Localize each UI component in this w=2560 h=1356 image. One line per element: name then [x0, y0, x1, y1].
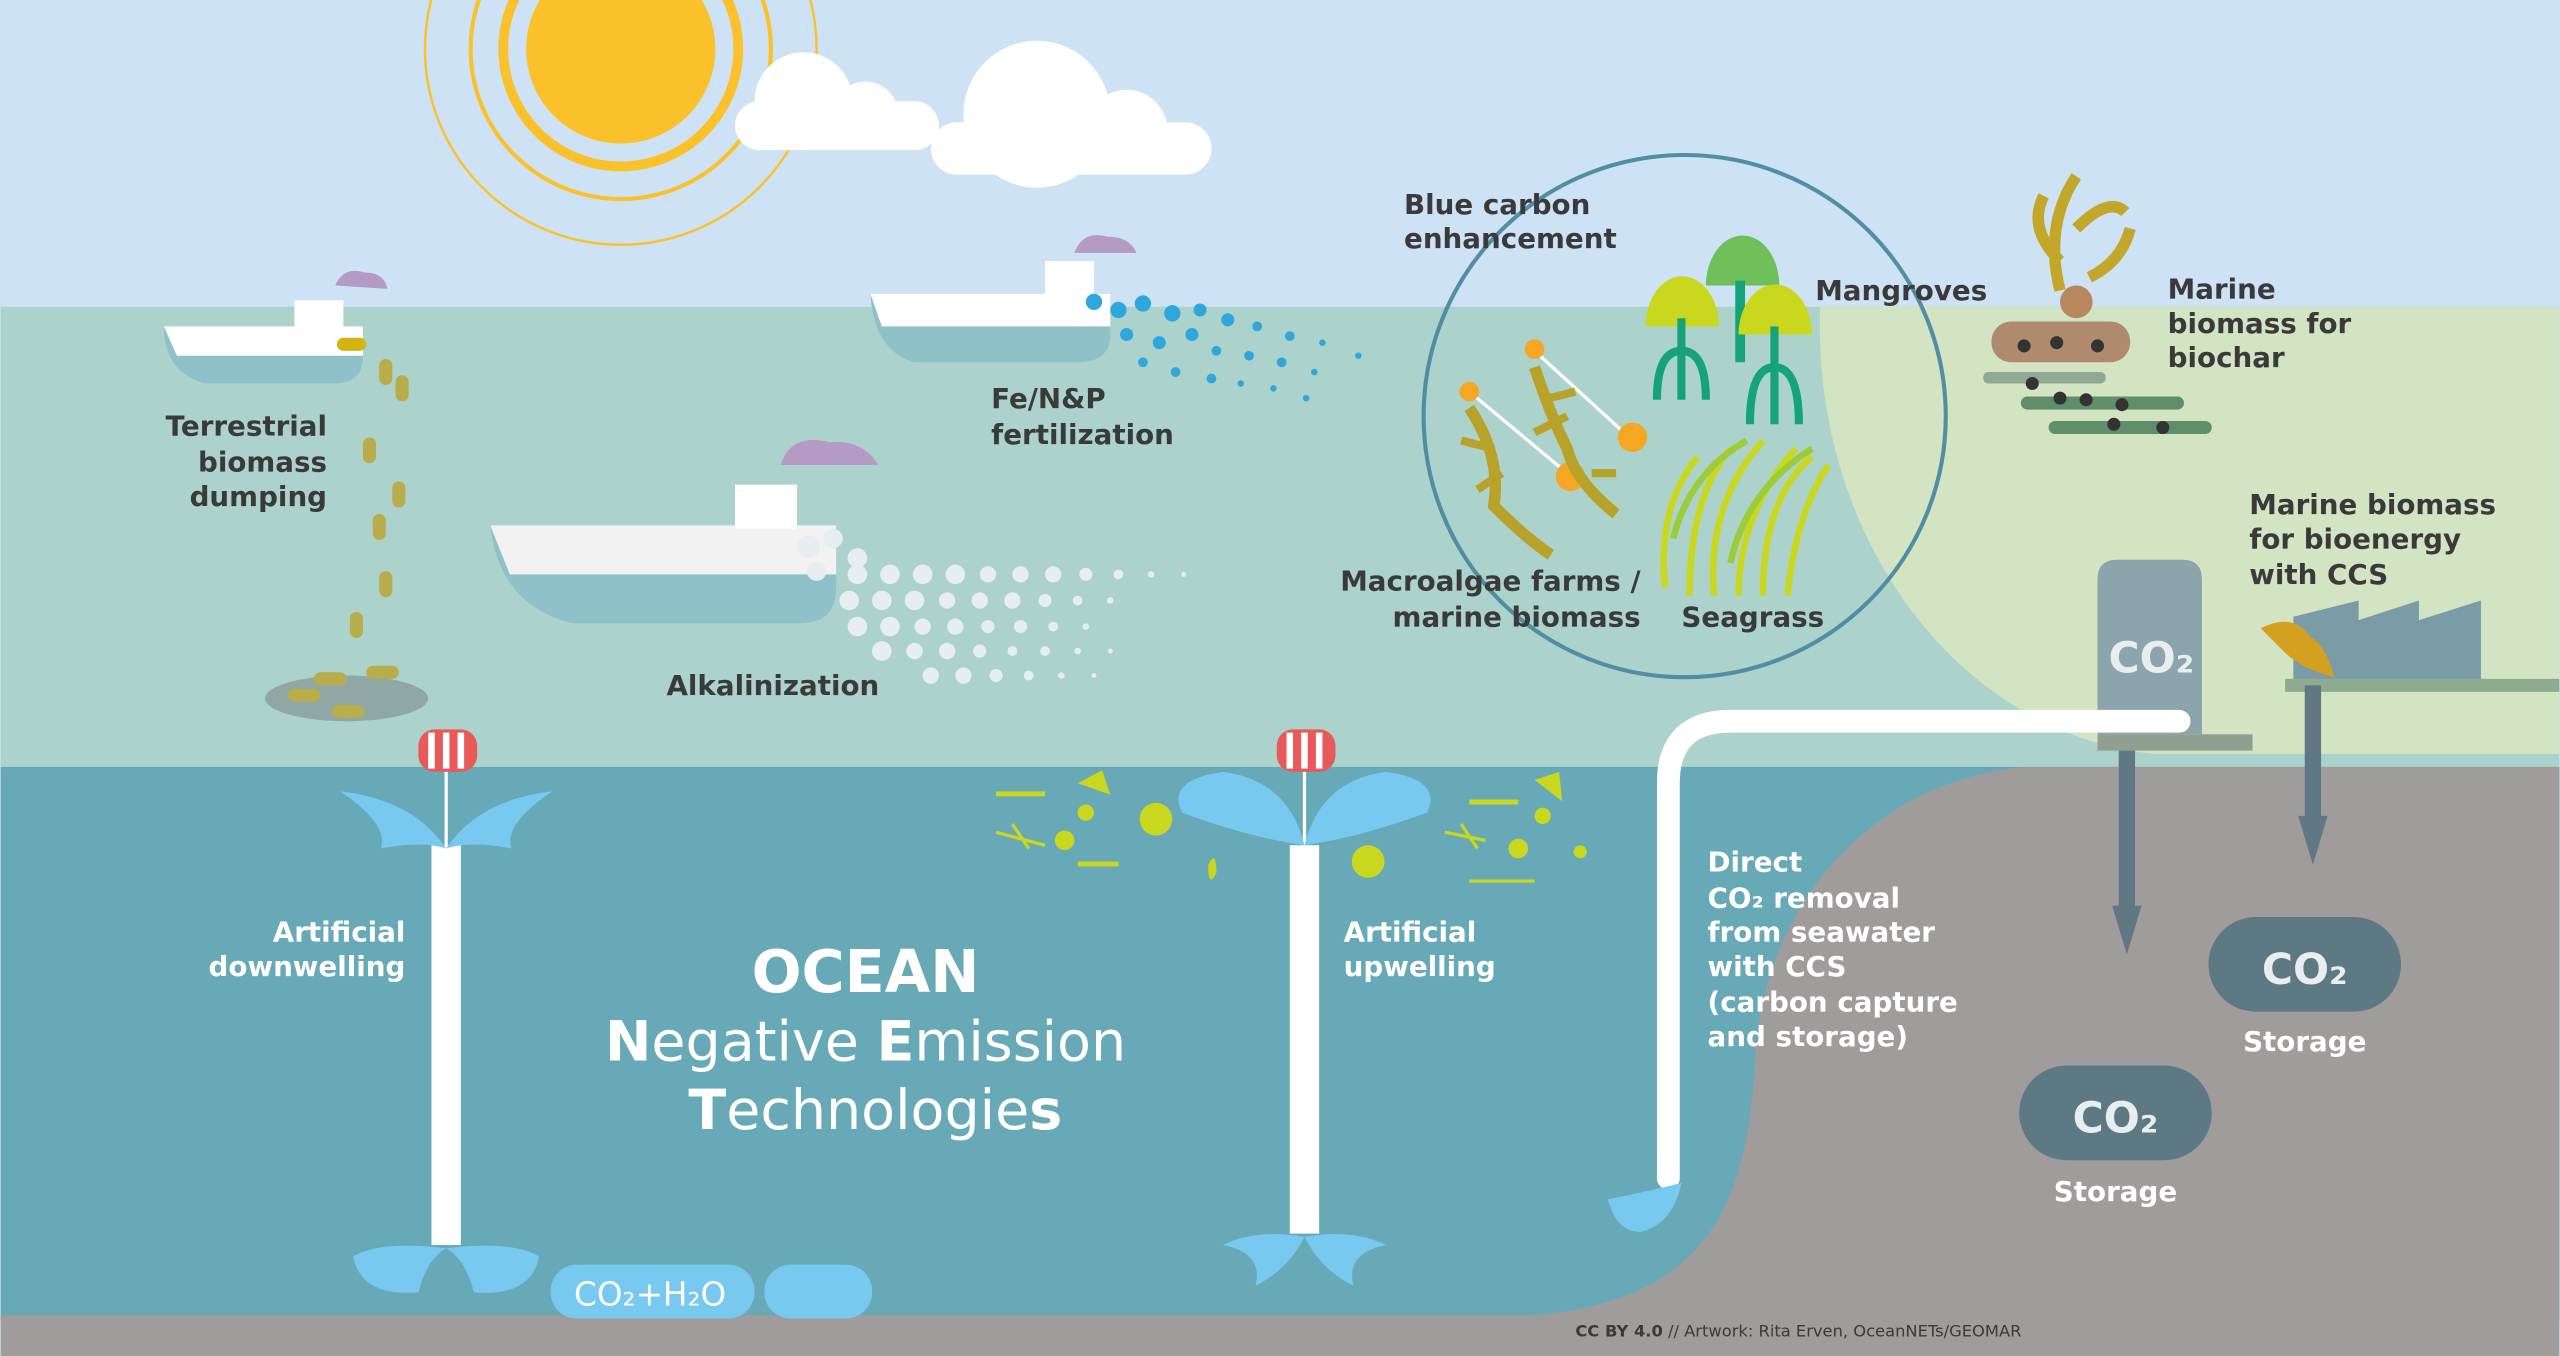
- plankton-icon: [995, 770, 1587, 883]
- seagrass-label: Seagrass: [1681, 601, 1824, 634]
- co2-h2o-bubble: CO₂+H₂O: [550, 1264, 873, 1319]
- macroalgae-label: Macroalgae farms /marine biomass: [1340, 565, 1641, 634]
- storage-label: Storage: [2243, 1025, 2366, 1058]
- downwelling-pipe-icon: [340, 729, 553, 1293]
- storage-co2-label: CO₂: [2262, 946, 2348, 995]
- main-title: OCEAN Negative Emission Technologies: [605, 937, 1126, 1143]
- fertilization-particles-icon: [1085, 293, 1362, 402]
- bioenergy-factory-icon: [2260, 600, 2560, 865]
- direct-removal-pipe: [1656, 709, 2191, 1190]
- macroalgae-icon: [1459, 339, 1648, 560]
- title-line2: Negative Emission: [605, 1011, 1126, 1075]
- co2-h2o-label: CO₂+H₂O: [574, 1275, 726, 1313]
- cloud-icon: [734, 40, 1212, 188]
- ship-terrestrial-icon: [163, 270, 388, 384]
- co2-tank-icon: CO₂: [2097, 559, 2253, 955]
- biomass-dumping-icon: [265, 337, 429, 722]
- alkalinization-label: Alkalinization: [666, 669, 879, 702]
- storage-reservoir-2: CO₂ Storage: [2208, 917, 2402, 1058]
- ship-fertilization-icon: [870, 235, 1137, 363]
- bottom-band: [0, 1315, 2560, 1356]
- storage-reservoir-1: CO₂ Storage: [2019, 1065, 2212, 1208]
- mangroves-label: Mangroves: [1815, 274, 1987, 307]
- biochar-icon: [1983, 173, 2212, 435]
- storage-label: Storage: [2054, 1175, 2177, 1208]
- upwelling-pipe-icon: [1178, 729, 1431, 1286]
- title-ocean: OCEAN: [752, 937, 980, 1006]
- seagrass-icon: [1660, 437, 1831, 596]
- mangrove-icon: [1645, 235, 1812, 425]
- credit-line: CC BY 4.0 // Artwork: Rita Erven, OceanN…: [1575, 1321, 2021, 1340]
- pipe-intake-icon: [1607, 1183, 1682, 1232]
- seafloor: [1469, 766, 2560, 1319]
- ship-alkalinization-icon: [490, 439, 879, 624]
- storage-co2-label: CO₂: [2073, 1094, 2159, 1143]
- title-line3: Technologies: [688, 1079, 1062, 1143]
- alkalinity-particles-icon: [796, 528, 1187, 684]
- tank-co2-label: CO₂: [2108, 634, 2194, 683]
- blue-carbon-circle: [1421, 152, 1948, 680]
- sky: [0, 0, 2560, 311]
- sun-icon: [423, 0, 818, 246]
